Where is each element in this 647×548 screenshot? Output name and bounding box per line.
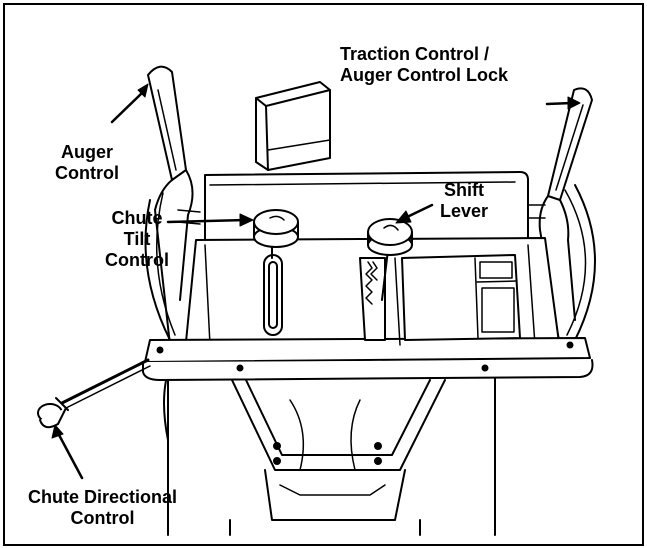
left-handle (144, 65, 201, 346)
fuel-tank (255, 81, 331, 171)
chassis-body (163, 371, 496, 536)
right-handle (519, 87, 596, 346)
chute-directional-control-label: Chute Directional Control (28, 487, 178, 528)
shift-lever (359, 218, 413, 346)
figure-border (3, 3, 644, 546)
shift-lever-label: Shift Lever (440, 180, 489, 221)
callout-arrows (51, 83, 581, 480)
auger-control-label: Auger Control (55, 142, 119, 183)
traction-control-label: Traction Control / Auger Control Lock (340, 44, 509, 85)
storage-tray (401, 254, 521, 341)
chute-tilt-control (253, 209, 299, 336)
chute-tilt-control-label: Chute Tilt Control (105, 208, 169, 270)
chute-directional-crank (37, 358, 151, 429)
